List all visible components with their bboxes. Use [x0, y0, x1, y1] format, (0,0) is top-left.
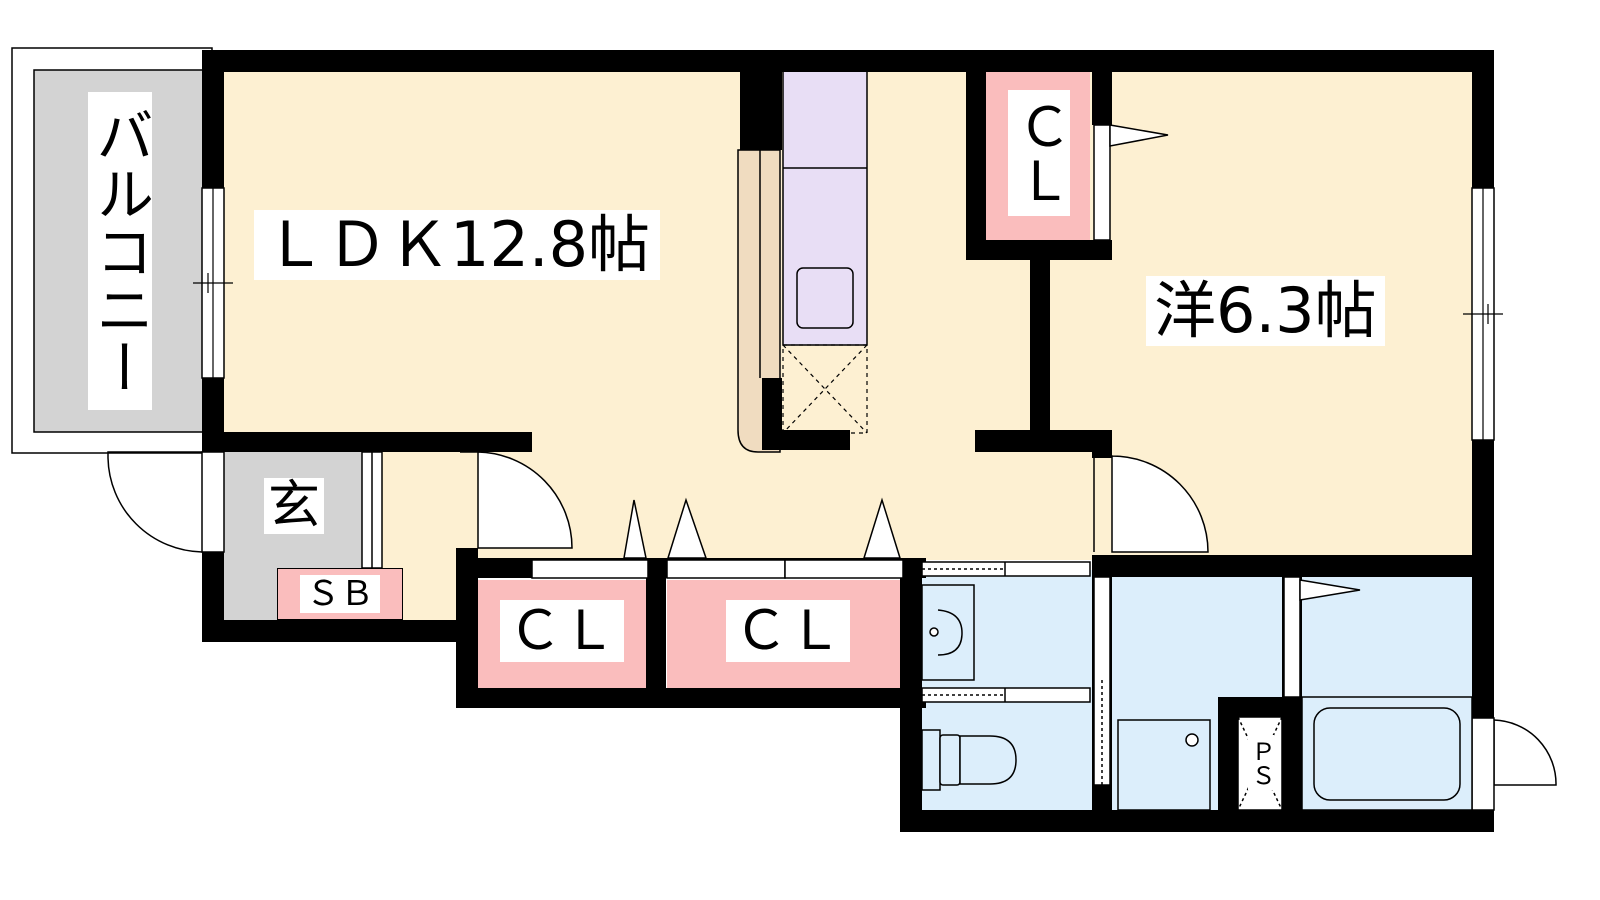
kitchen-partition — [737, 149, 781, 453]
entrance-label: 玄 — [264, 478, 325, 534]
kitchen — [737, 69, 868, 453]
sink-icon — [796, 267, 854, 329]
closet-1-label: ＣＬ — [500, 600, 624, 662]
western-room-label: 洋6.3帖 — [1146, 276, 1385, 346]
balcony-label: バルコニー — [86, 92, 154, 410]
hall-door — [460, 451, 573, 549]
western-room-door — [1094, 455, 1209, 553]
washing-machine-icon — [1117, 719, 1211, 811]
toilet-icon — [921, 729, 1017, 791]
fridge-space — [782, 344, 868, 434]
closet-sliding-doors — [531, 497, 904, 579]
wet-area-sliding-doors — [921, 561, 1111, 786]
windows — [193, 187, 1503, 441]
closet-2-label: ＣＬ — [726, 600, 850, 662]
shoebox: ＳＢ — [277, 568, 403, 620]
bath-door — [1283, 576, 1301, 698]
closet-top-door — [1093, 124, 1111, 241]
pipe-space-label: ＰＳ — [1247, 735, 1275, 790]
doors — [107, 124, 1557, 811]
bathroom-door — [1493, 719, 1557, 786]
front-door — [107, 451, 203, 553]
bathtub-icon — [1301, 696, 1473, 811]
closet-top-label: ＣＬ — [1008, 90, 1071, 216]
fixtures — [921, 584, 1473, 811]
shoebox-label: ＳＢ — [300, 575, 380, 613]
pipe-space — [1237, 716, 1283, 811]
ldk-label: ＬＤＫ12.8帖 — [254, 210, 661, 280]
